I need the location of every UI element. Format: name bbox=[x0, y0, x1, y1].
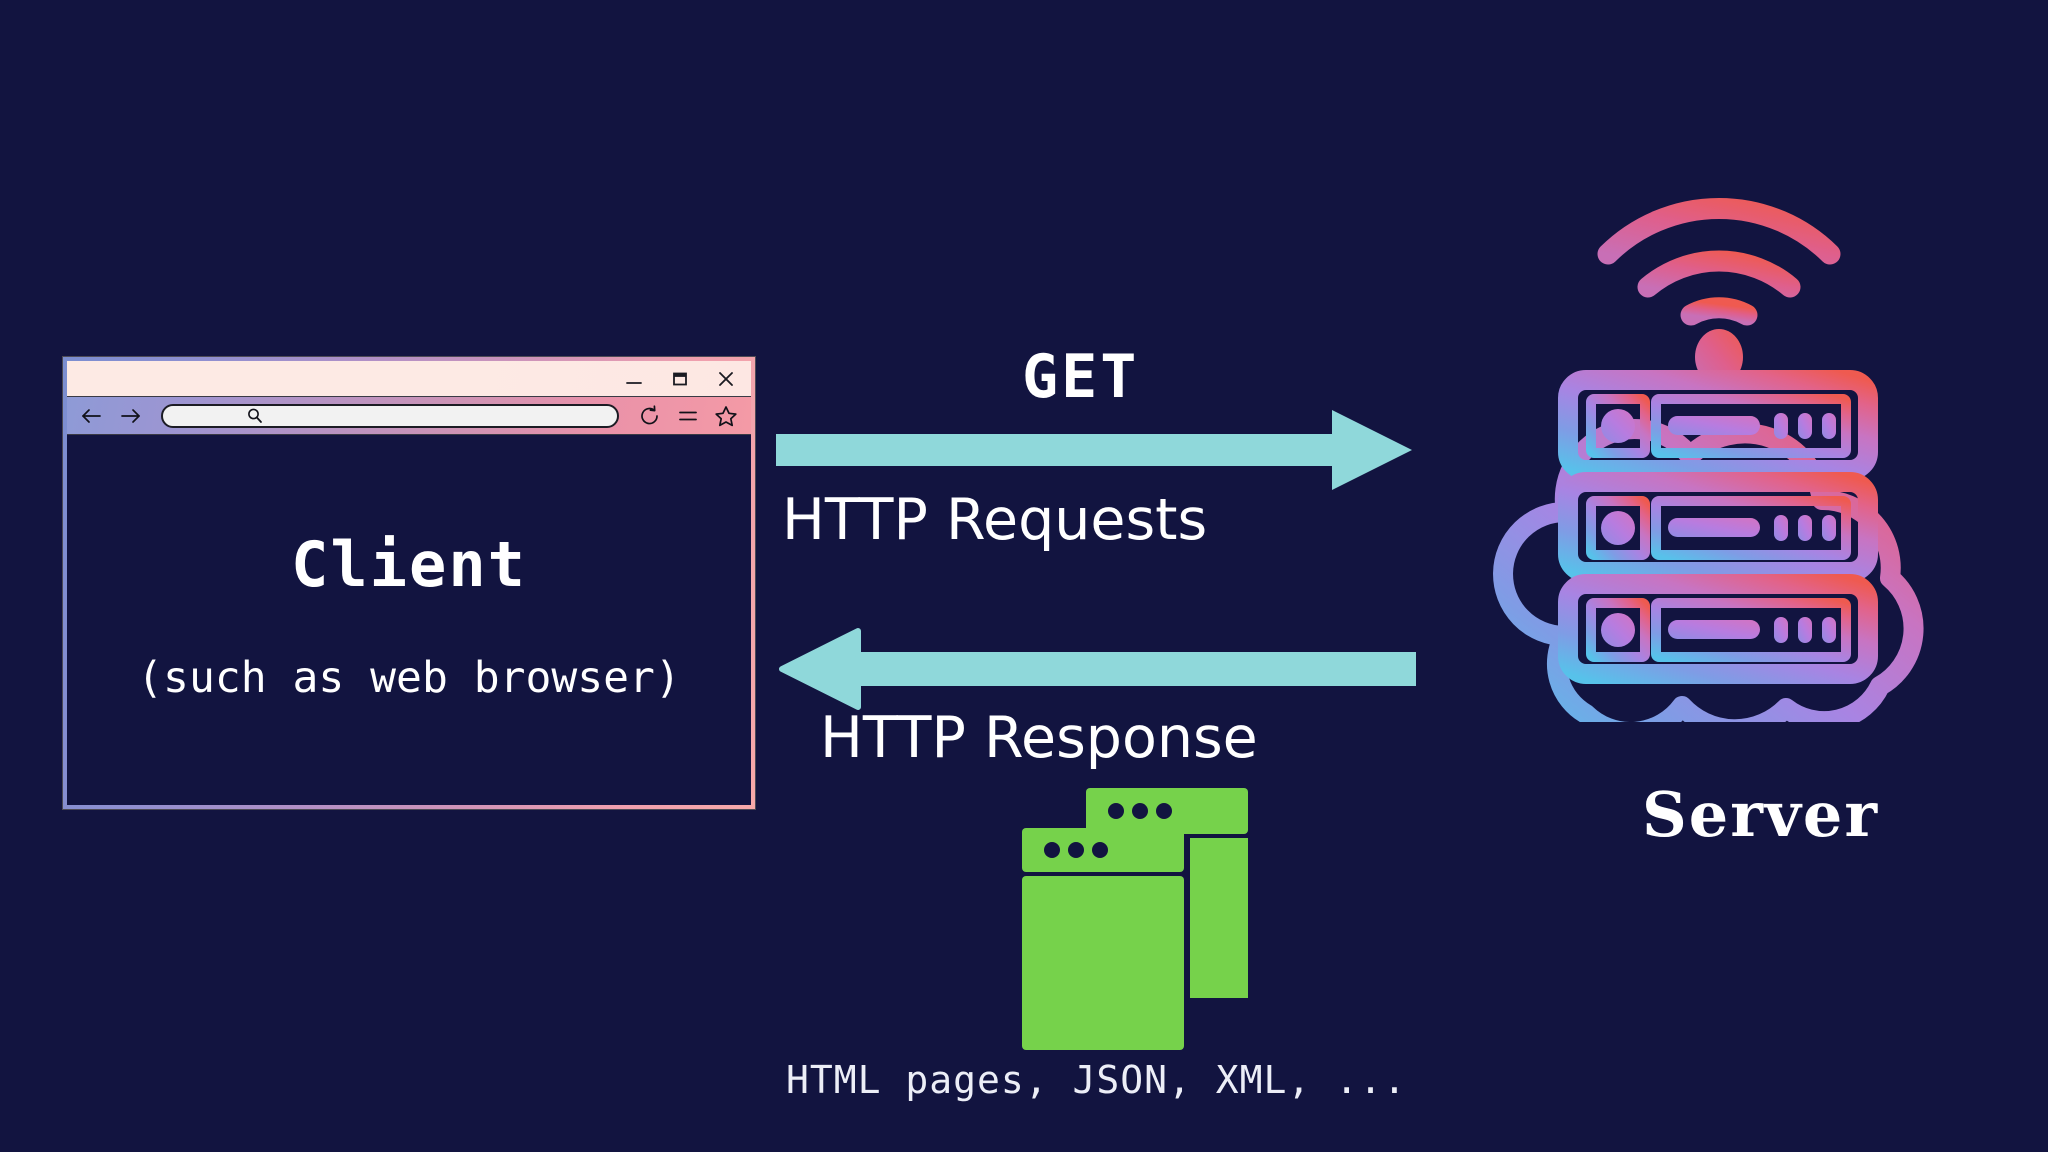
maximize-icon[interactable] bbox=[669, 368, 691, 390]
minimize-icon[interactable] bbox=[623, 368, 645, 390]
http-request-label: HTTP Requests bbox=[782, 487, 1208, 553]
server-label: Server bbox=[1642, 778, 1880, 851]
server-rack bbox=[1558, 574, 1878, 684]
payload-caption: HTML pages, JSON, XML, ... bbox=[786, 1058, 1407, 1102]
client-browser-window: Client (such as web browser) bbox=[62, 356, 756, 810]
http-response-label: HTTP Response bbox=[820, 705, 1258, 771]
client-subtitle: (such as web browser) bbox=[137, 652, 681, 703]
client-title: Client bbox=[291, 527, 527, 601]
search-icon bbox=[245, 406, 265, 426]
wifi-icon bbox=[1597, 197, 1841, 326]
browser-toolbar bbox=[67, 397, 751, 435]
hamburger-menu-icon[interactable] bbox=[675, 403, 701, 429]
browser-titlebar bbox=[67, 361, 751, 397]
cloud-server-wifi-icon bbox=[1448, 182, 1988, 742]
browser-viewport: Client (such as web browser) bbox=[67, 435, 751, 805]
http-request-arrow bbox=[776, 404, 1416, 500]
http-method-label: GET bbox=[1022, 342, 1140, 412]
forward-arrow-icon[interactable] bbox=[117, 403, 143, 429]
http-response-arrow bbox=[776, 625, 1419, 717]
browser-windows-icon bbox=[1018, 784, 1248, 1058]
url-input[interactable] bbox=[161, 403, 619, 428]
back-arrow-icon[interactable] bbox=[79, 403, 105, 429]
server-rack bbox=[1558, 472, 1878, 582]
server-rack bbox=[1558, 370, 1878, 480]
close-icon[interactable] bbox=[715, 368, 737, 390]
client-window-inner: Client (such as web browser) bbox=[67, 361, 751, 805]
reload-icon[interactable] bbox=[637, 403, 663, 429]
star-icon[interactable] bbox=[713, 403, 739, 429]
